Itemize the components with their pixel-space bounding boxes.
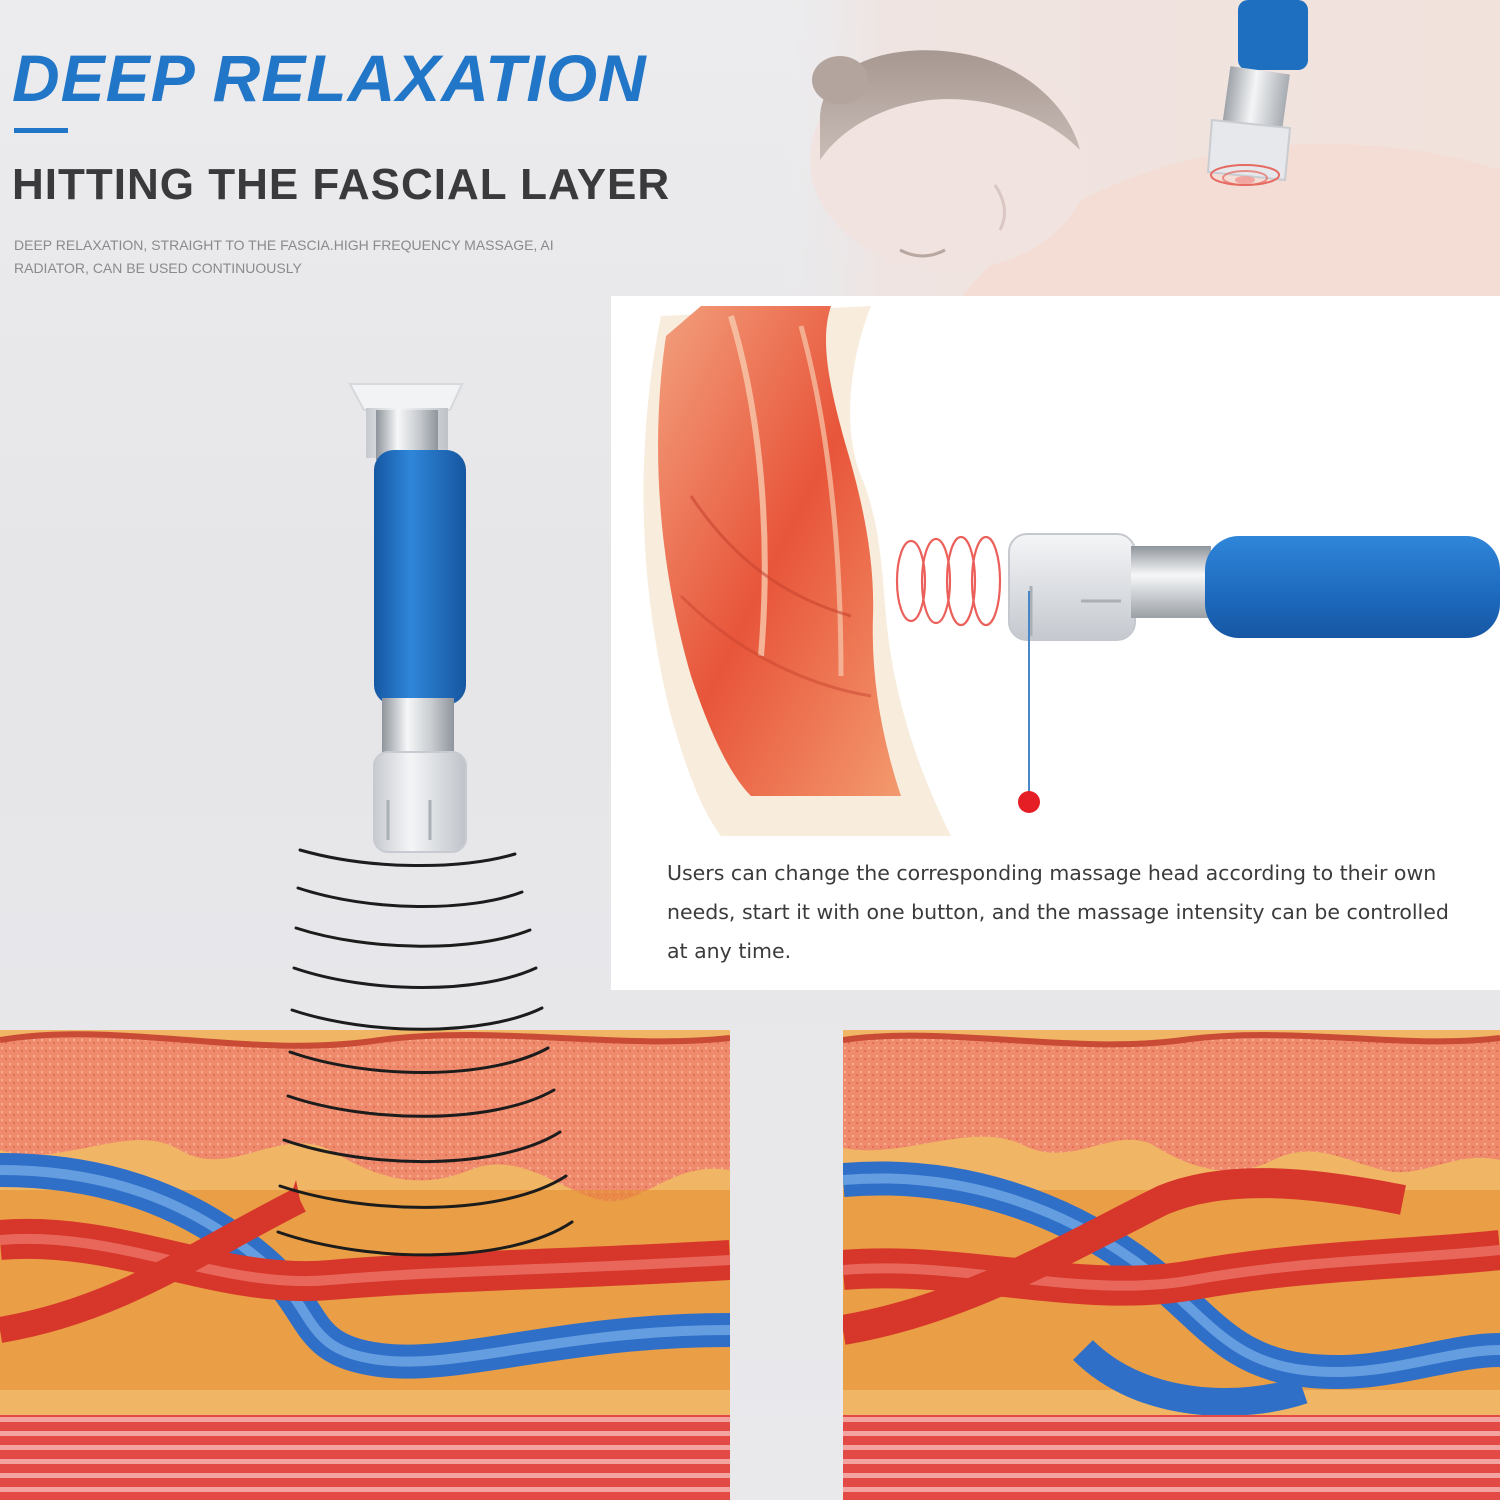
vibration-waves [276,848,574,1257]
hero-photo-woman-neck-massage [780,0,1500,300]
info-panel: Users can change the corresponding massa… [611,296,1500,990]
headline-underline [14,128,68,133]
subheadline: HITTING THE FASCIAL LAYER [12,160,671,209]
description-text: DEEP RELAXATION, STRAIGHT TO THE FASCIA.… [14,237,554,276]
panel-caption: Users can change the corresponding massa… [667,861,1449,963]
headline: DEEP RELAXATION [12,41,647,115]
tissue-cross-section-right [843,1030,1500,1500]
muscle-illustration [643,306,1500,836]
massage-device-vertical [348,383,467,853]
tissue-cross-section-left [0,1030,730,1500]
